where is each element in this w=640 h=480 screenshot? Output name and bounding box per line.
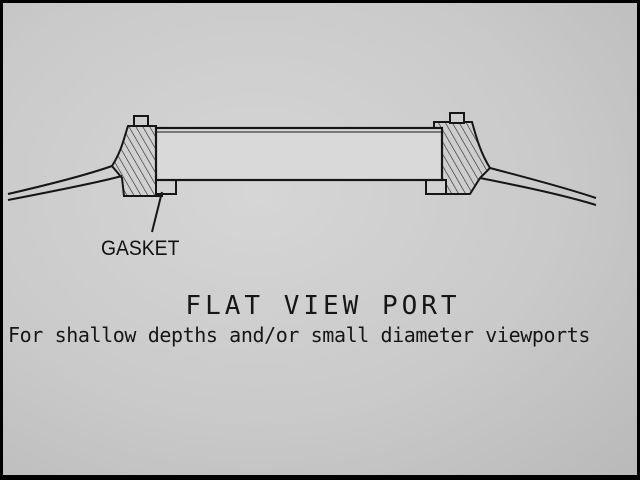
left-gasket [155,179,177,195]
flat-view-port-diagram [7,112,597,233]
right-hull-wall [479,167,597,206]
right-bolt [449,112,465,124]
slide-background: GASKET FLAT VIEW PORT For shallow depths… [3,3,637,475]
viewport-window [154,126,444,182]
gasket-leader-line [151,191,163,233]
diagram-title: FLAT VIEW PORT [185,291,461,321]
gasket-label: GASKET [101,237,180,260]
right-gasket [425,179,447,195]
left-flange [110,125,163,197]
left-hull-wall [7,165,123,201]
left-bolt [133,115,149,127]
diagram-subtitle: For shallow depths and/or small diameter… [8,323,591,347]
